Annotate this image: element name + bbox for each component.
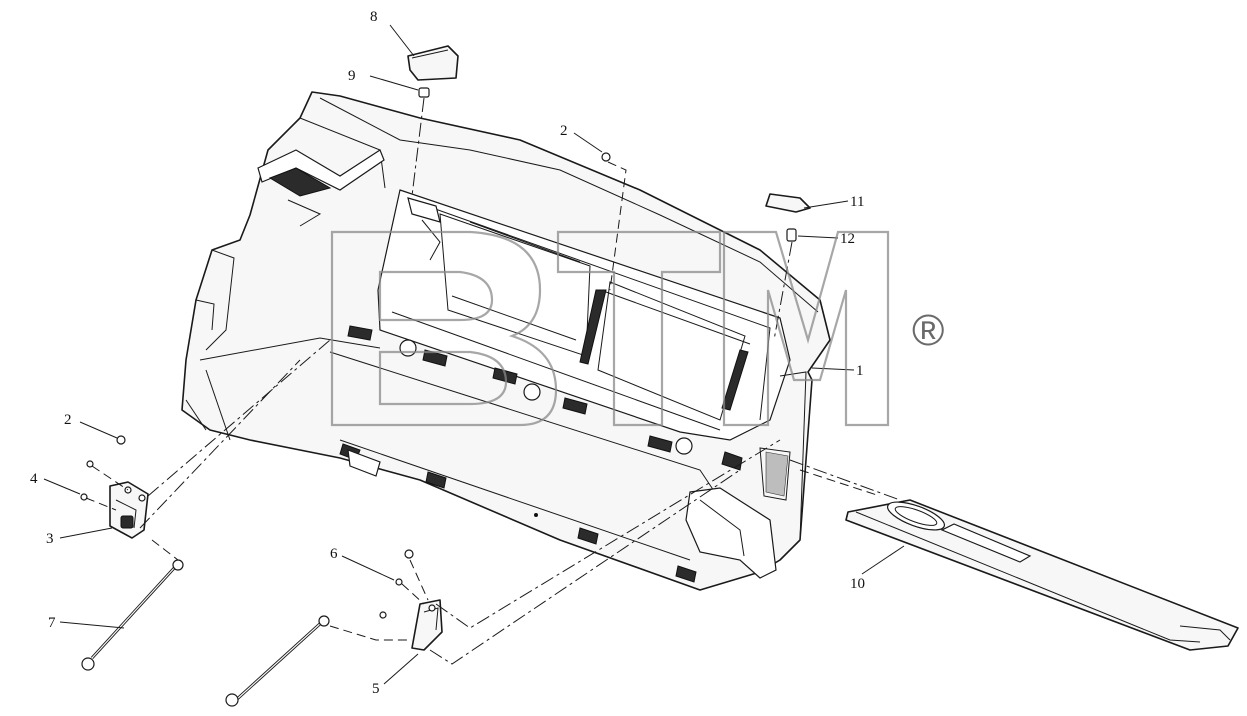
cover-cap	[407, 45, 459, 81]
main-panel	[181, 91, 831, 591]
callout-2-top: 2	[560, 123, 568, 139]
callout-9: 8	[370, 9, 378, 25]
tray-guide-line	[789, 459, 901, 501]
callout-5: 5	[372, 681, 380, 697]
hinge-bracket-left	[80, 460, 149, 539]
registered-mark: ®	[912, 306, 944, 355]
callout-3: 3	[46, 531, 54, 547]
callout-6: 6	[330, 546, 338, 562]
callout-7: 7	[48, 615, 56, 631]
fastener-2-top	[601, 152, 627, 291]
watermark: ®	[330, 230, 944, 427]
callout-11: 11	[850, 194, 864, 210]
callout-8: 10	[850, 576, 865, 592]
cover-cap-11	[765, 193, 811, 213]
tray-guide-line-2	[799, 469, 881, 497]
callout-1: 1	[856, 363, 864, 379]
callout-labels: 8 9 2 11 12 1 2 4 3 7 6 5 10	[30, 9, 865, 697]
fastener-10	[411, 87, 430, 197]
callout-10: 9	[348, 68, 356, 84]
gas-strut-lower	[225, 615, 412, 707]
callout-2-left: 2	[64, 412, 72, 428]
leader-lines	[43, 24, 905, 685]
console-tray	[845, 499, 1239, 651]
hinge-bracket-lower	[379, 439, 781, 665]
fastener-2-left	[116, 435, 126, 445]
callout-4: 4	[30, 471, 38, 487]
callout-12: 12	[840, 231, 855, 247]
gas-strut-left	[81, 339, 331, 671]
